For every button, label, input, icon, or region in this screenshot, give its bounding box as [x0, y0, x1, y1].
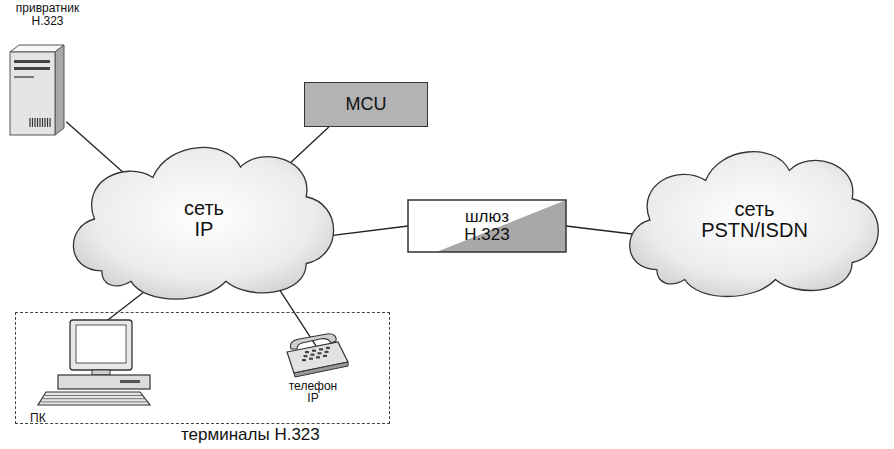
- terminal-group: терминалы H.323ПКтелефон IP: [15, 312, 390, 424]
- pc-icon: [38, 320, 150, 405]
- phone-icon: [287, 334, 348, 377]
- network-cloud: сеть IP: [58, 130, 350, 308]
- group-label: терминалы H.323: [181, 426, 320, 444]
- gateway-box: шлюз H.323: [408, 200, 566, 252]
- pc-node: ПК: [28, 317, 153, 425]
- node-label: MCU: [346, 95, 387, 114]
- server-icon: [10, 45, 64, 135]
- node-label: шлюз H.323: [464, 208, 509, 244]
- node-label: ПК: [30, 412, 46, 425]
- node-label: привратник H.323: [16, 2, 79, 27]
- node-label: сеть IP: [184, 198, 224, 240]
- node-label: сеть PSTN/ISDN: [701, 199, 808, 241]
- gatekeeper-node: привратник H.323: [5, 2, 90, 138]
- node-label: телефон IP: [289, 380, 338, 405]
- mcu-box: MCU: [304, 82, 428, 127]
- phone-node: телефон IP: [263, 333, 363, 405]
- network-cloud: сеть PSTN/ISDN: [615, 135, 894, 305]
